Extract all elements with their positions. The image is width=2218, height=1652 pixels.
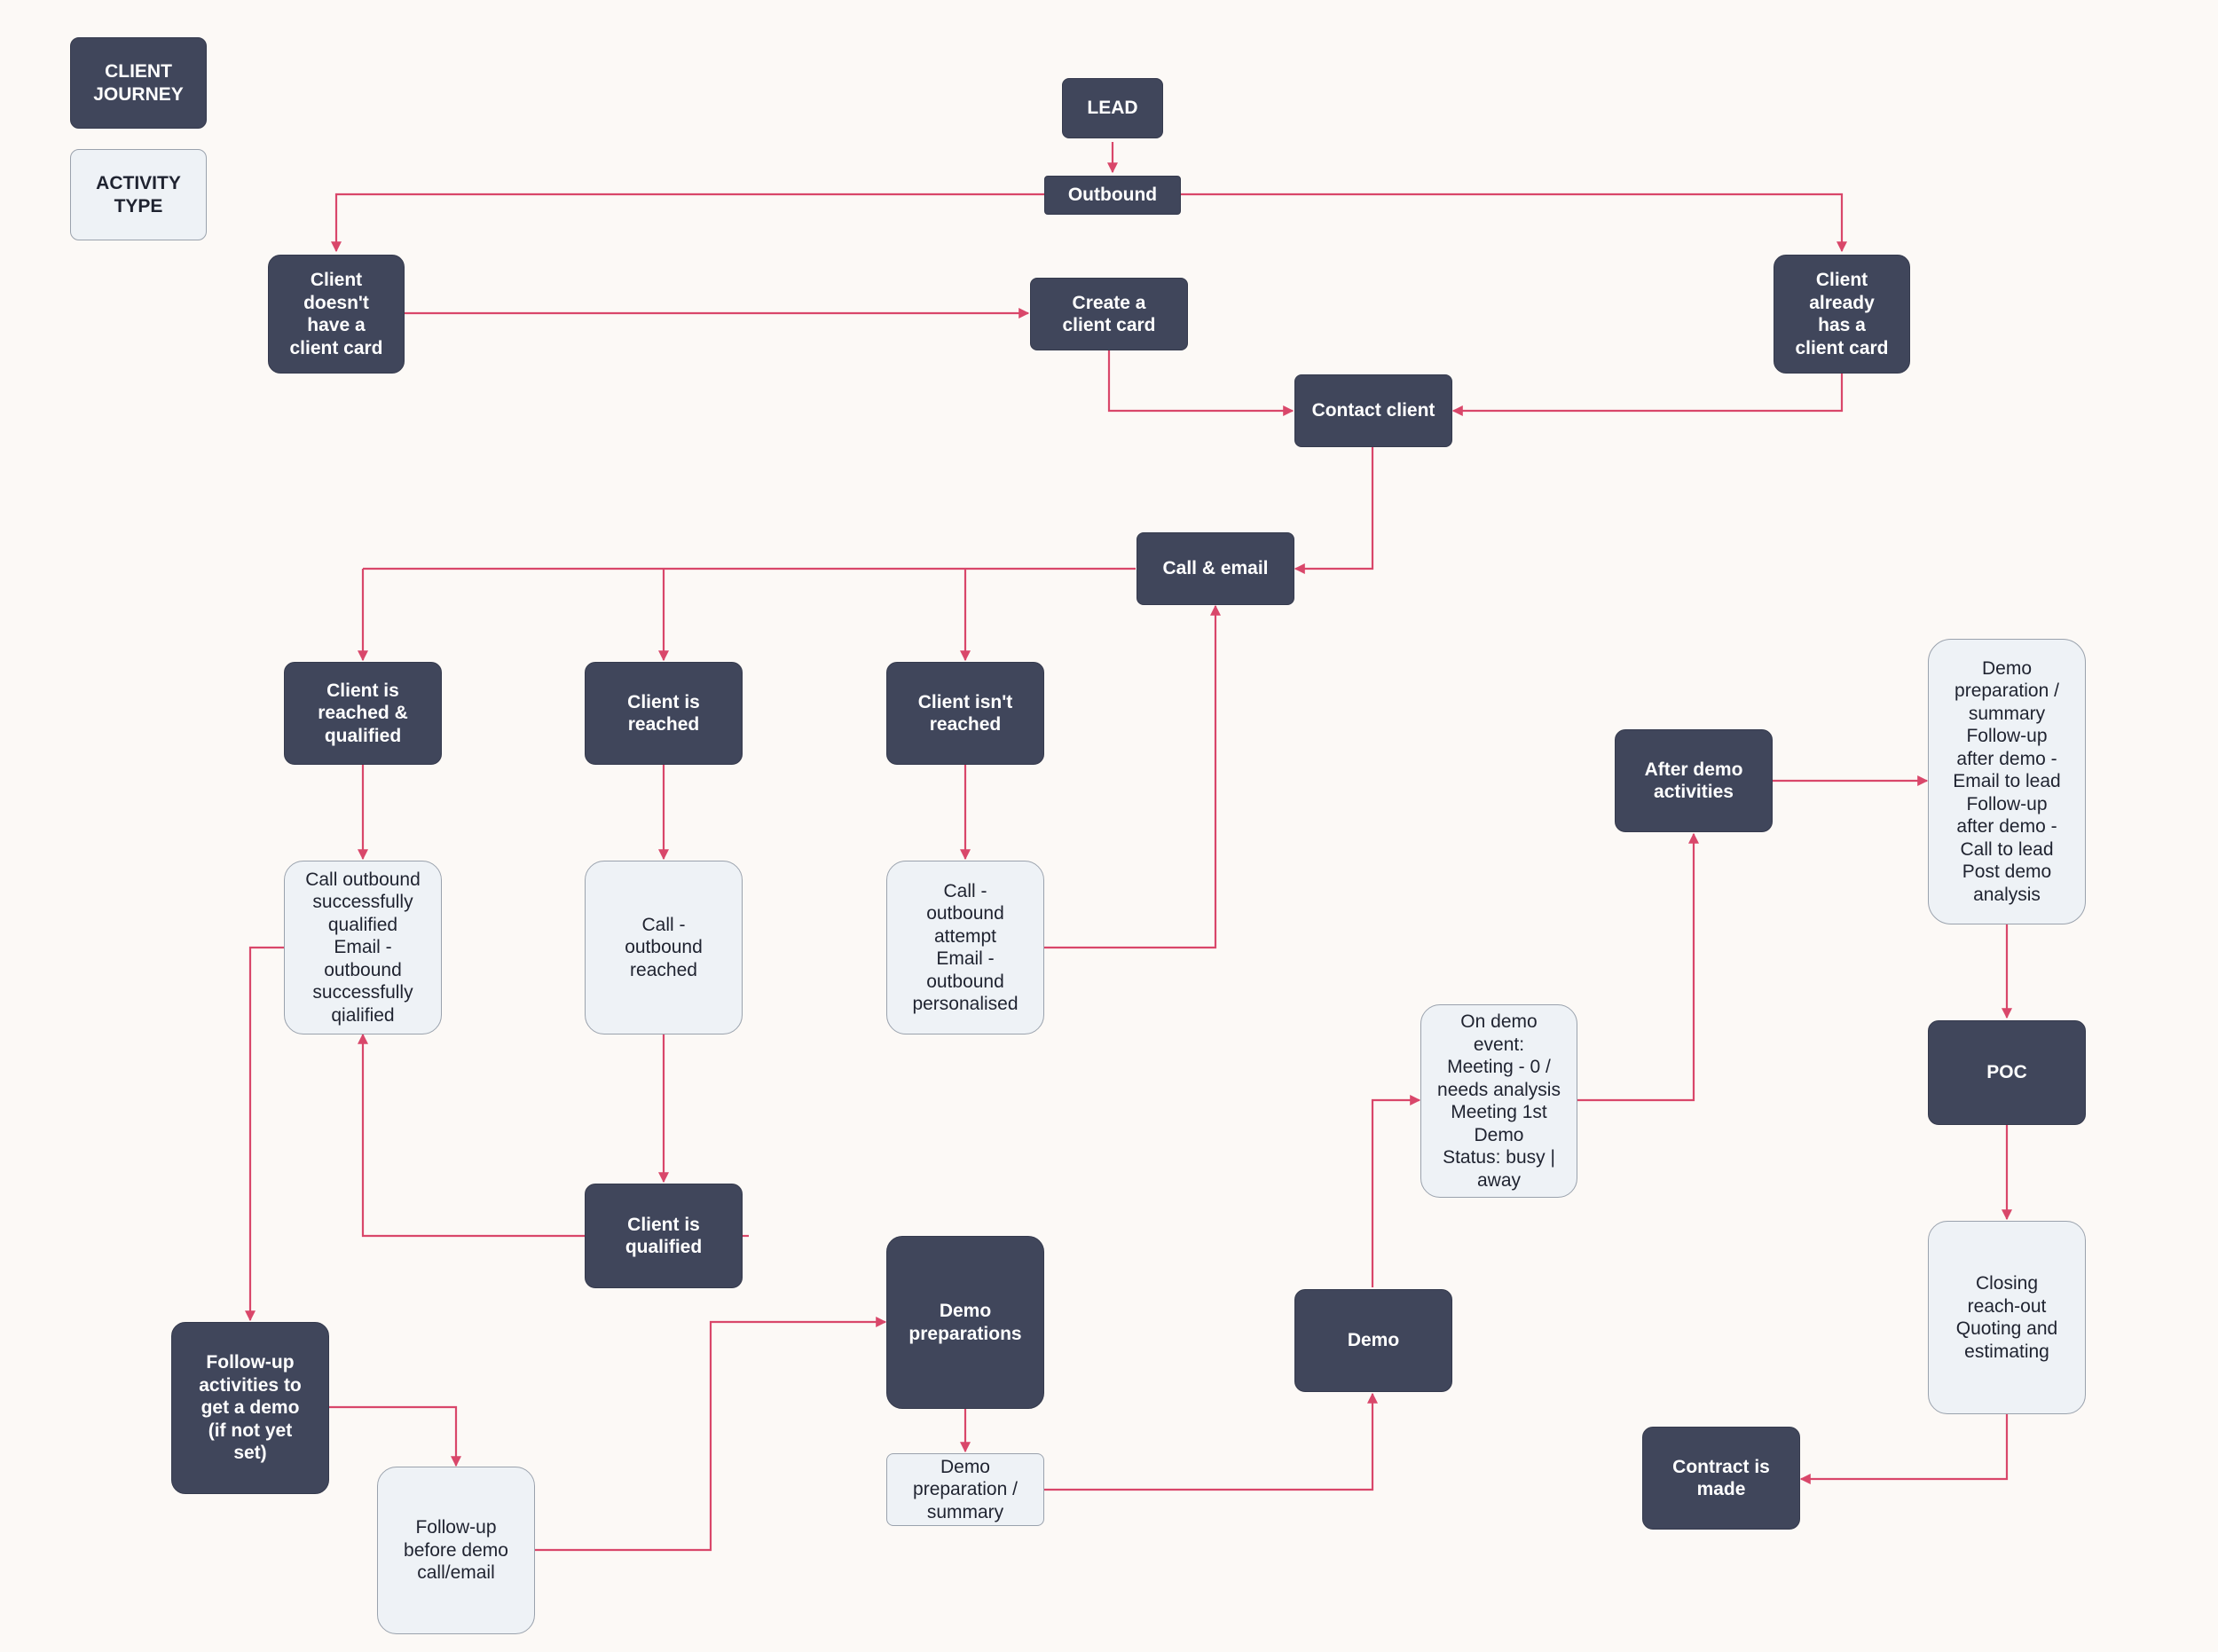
edge-contact-call bbox=[1294, 447, 1374, 574]
activity-after-demo-list[interactable]: Demo preparation / summary Follow-up aft… bbox=[1928, 639, 2086, 924]
node-contact-client[interactable]: Contact client bbox=[1294, 374, 1452, 447]
edge-closing-contract bbox=[1799, 1414, 2009, 1484]
edge-callattempt-call bbox=[1044, 604, 1221, 949]
node-after-demo-activities[interactable]: After demo activities bbox=[1615, 729, 1773, 832]
node-call-and-email[interactable]: Call & email bbox=[1137, 532, 1294, 605]
node-client-reached[interactable]: Client is reached bbox=[585, 662, 743, 765]
node-demo-preparations[interactable]: Demo preparations bbox=[886, 1236, 1044, 1409]
node-client-not-reached[interactable]: Client isn't reached bbox=[886, 662, 1044, 765]
activity-closing[interactable]: Closing reach-out Quoting and estimating bbox=[1928, 1221, 2086, 1414]
node-demo[interactable]: Demo bbox=[1294, 1289, 1452, 1392]
node-client-has-card[interactable]: Client already has a client card bbox=[1774, 255, 1910, 374]
legend-activity-type: ACTIVITY TYPE bbox=[70, 149, 207, 240]
node-client-no-card[interactable]: Client doesn't have a client card bbox=[268, 255, 405, 374]
activity-demo-prep-summary[interactable]: Demo preparation / summary bbox=[886, 1453, 1044, 1526]
edge-create-contact bbox=[1107, 350, 1294, 416]
edge-summary-demo bbox=[1044, 1392, 1378, 1491]
edge-demo-ondemo bbox=[1371, 1095, 1421, 1287]
activity-followup-before-demo[interactable]: Follow-up before demo call/email bbox=[377, 1467, 535, 1634]
edge-callqualified-followup bbox=[245, 946, 284, 1322]
edge-qualified-callqualified bbox=[358, 1033, 585, 1238]
node-lead[interactable]: LEAD bbox=[1062, 78, 1163, 138]
node-poc[interactable]: POC bbox=[1928, 1020, 2086, 1125]
edge-ondemo-afterdemo bbox=[1577, 832, 1699, 1102]
node-contract-made[interactable]: Contract is made bbox=[1642, 1427, 1800, 1530]
node-outbound[interactable]: Outbound bbox=[1044, 176, 1181, 215]
edge-before-demoprep bbox=[535, 1317, 887, 1552]
edge-outbound-hascard bbox=[1181, 193, 1847, 253]
node-create-client-card[interactable]: Create a client card bbox=[1030, 278, 1188, 350]
node-client-qualified[interactable]: Client is qualified bbox=[585, 1184, 743, 1288]
activity-call-attempt[interactable]: Call - outbound attempt Email - outbound… bbox=[886, 861, 1044, 1034]
edge-followup-before bbox=[329, 1405, 461, 1467]
node-followup-activities[interactable]: Follow-up activities to get a demo (if n… bbox=[171, 1322, 329, 1494]
node-client-reached-qualified[interactable]: Client is reached & qualified bbox=[284, 662, 442, 765]
edge-hascard-contact bbox=[1451, 374, 1844, 416]
activity-on-demo-event[interactable]: On demo event: Meeting - 0 / needs analy… bbox=[1420, 1004, 1577, 1198]
activity-call-reached[interactable]: Call - outbound reached bbox=[585, 861, 743, 1034]
activity-call-qualified[interactable]: Call outbound successfully qualified Ema… bbox=[284, 861, 442, 1034]
edge-outbound-nocard bbox=[331, 193, 1044, 253]
legend-client-journey: CLIENT JOURNEY bbox=[70, 37, 207, 129]
